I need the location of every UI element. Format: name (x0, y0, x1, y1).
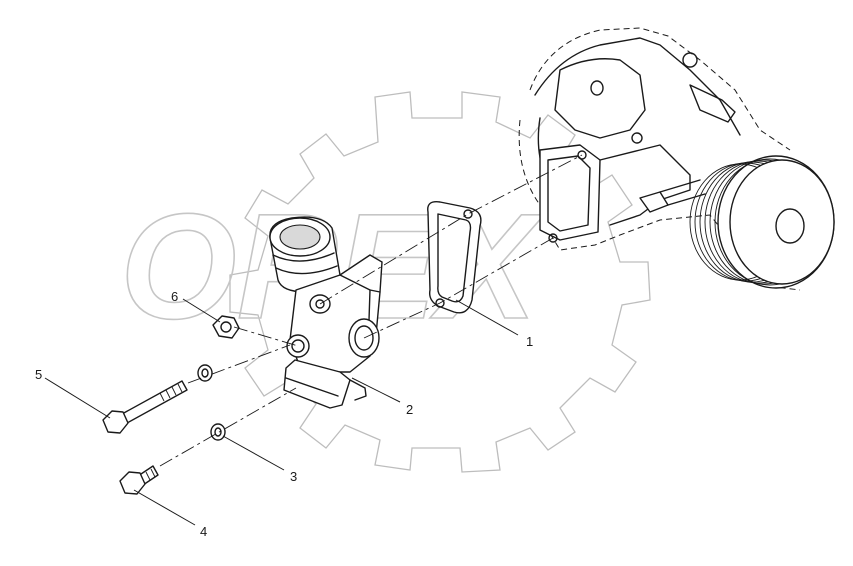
leader-lines (44, 298, 519, 526)
water-pump-housing (518, 27, 835, 291)
washer-lower (210, 423, 226, 441)
short-bolt (119, 465, 159, 495)
leader-6 (182, 298, 221, 323)
callout-4: 4 (200, 524, 207, 539)
long-bolt (102, 380, 188, 434)
washer-upper (197, 364, 213, 382)
gasket (427, 201, 482, 314)
leader-5 (44, 377, 111, 419)
leader-2 (351, 377, 401, 403)
thermostat-housing (269, 216, 383, 409)
assembly-centerlines (159, 154, 583, 467)
callout-3: 3 (290, 469, 297, 484)
callout-5: 5 (35, 367, 42, 382)
callout-1: 1 (526, 334, 533, 349)
callout-6: 6 (171, 289, 178, 304)
leader-4 (133, 489, 196, 526)
leader-3 (222, 435, 285, 471)
watermark-gear-outline (229, 91, 651, 473)
callout-labels: 1 2 3 4 5 6 (35, 289, 533, 539)
leader-1 (455, 299, 519, 336)
callout-2: 2 (406, 402, 413, 417)
